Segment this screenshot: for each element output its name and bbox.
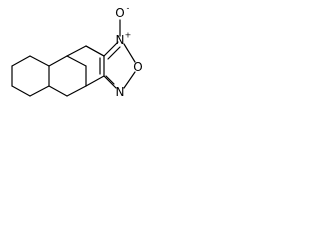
- bond-c1-c2: [11, 55, 31, 67]
- bond-mid-a: [85, 45, 105, 57]
- oxide-oxygen-label: O: [115, 6, 124, 20]
- bond-fc1-ntop-double: [107, 46, 121, 60]
- nitrogen-top-charge: +: [125, 31, 132, 40]
- bond-m5: [48, 85, 68, 97]
- nitrogen-bottom-label: N: [116, 85, 125, 99]
- bond-m2: [66, 55, 87, 67]
- bond-m4: [66, 85, 87, 97]
- bond-m1: [48, 55, 68, 67]
- ring-oxygen-label: O: [133, 60, 142, 74]
- molecule-canvas: O - N + O N: [0, 0, 174, 111]
- bond-c4-c5: [29, 85, 50, 97]
- bond-fc2-down: [85, 75, 105, 87]
- bond-c5-c6: [11, 85, 31, 97]
- bond-fc1-ntop: [103, 41, 119, 57]
- chemical-structure-diagram: O - N + O N: [11, 4, 143, 99]
- bond-ntop-oring: [123, 43, 136, 63]
- bond-nbot-fc2: [103, 75, 117, 89]
- nitrogen-top-label: N: [116, 33, 125, 47]
- oxide-oxygen-charge: -: [127, 4, 130, 13]
- bond-nbot-fc2-double: [105, 75, 115, 85]
- bond-oring-nbot: [123, 71, 136, 89]
- bond-c2-c3: [29, 55, 50, 67]
- bond-c-top-right: [66, 45, 87, 57]
